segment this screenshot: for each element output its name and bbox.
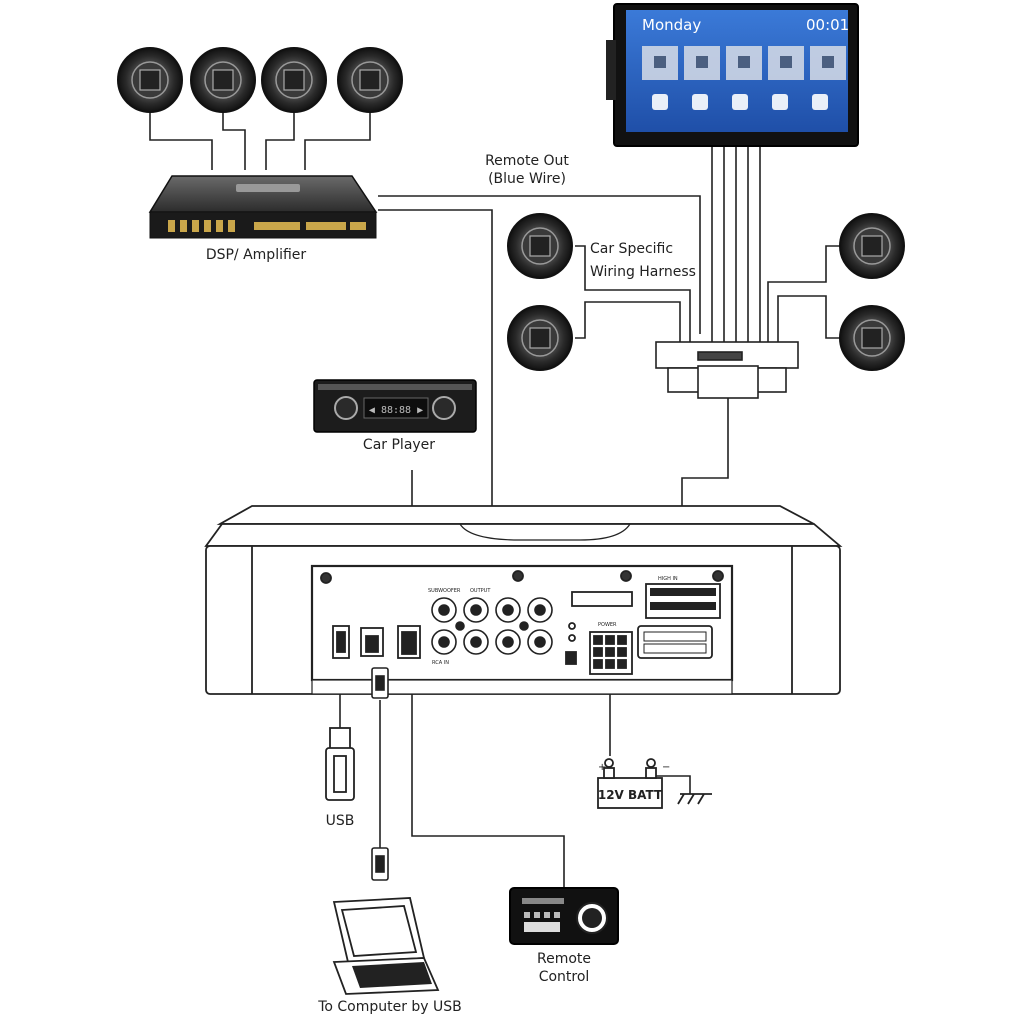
remote-out-label: Remote Out (Blue Wire): [462, 152, 592, 188]
amp-panel-subwoofer-label: SUBWOOFER: [428, 588, 461, 594]
head-unit: Monday 00:01: [606, 3, 859, 147]
wire-ground: [652, 775, 691, 794]
head-unit-day-label: Monday: [642, 16, 701, 34]
battery-label: 12V BATT: [598, 788, 663, 802]
car-player-label: Car Player: [362, 437, 436, 453]
remote-control-label: Remote Control: [504, 950, 624, 986]
amp-panel-high-in-label: HIGH IN: [658, 576, 678, 582]
top-speakers: [117, 47, 403, 113]
wire-harness-speaker-left-top: [575, 245, 691, 342]
wire-remote-to-amp: [378, 209, 493, 582]
head-unit-app-icon: [732, 94, 748, 110]
speaker-icon: [337, 47, 403, 113]
harness-connector: [655, 341, 799, 399]
head-unit-app-radio[interactable]: [732, 94, 748, 110]
head-unit-tile-audio[interactable]: [810, 46, 846, 80]
speaker-icon: [839, 305, 905, 371]
dsp-amplifier: [148, 175, 378, 239]
head-unit-menu-tiles-bottom: [652, 94, 828, 110]
dsp-label: DSP/ Amplifier: [205, 247, 307, 263]
speaker-icon: [117, 47, 183, 113]
head-unit-app-gallery[interactable]: [652, 94, 668, 110]
remote-out-label-line2: (Blue Wire): [488, 171, 566, 187]
head-unit-time-label: 00:01: [806, 16, 849, 34]
head-unit-app-icon: [692, 94, 708, 110]
ground-icon: [677, 793, 712, 805]
car-player: ◀ 88:88 ▶: [313, 379, 477, 433]
usb-label: USB: [325, 813, 355, 829]
car-player-display-text: ◀ 88:88 ▶: [369, 405, 423, 416]
main-amplifier: [204, 505, 843, 695]
amp-panel-power-label: POWER: [598, 622, 617, 628]
wire-speaker-4: [304, 112, 371, 170]
head-unit-tile-bluetooth[interactable]: [642, 46, 678, 80]
speaker-icon: [190, 47, 256, 113]
head-unit-app-settings[interactable]: [812, 94, 828, 110]
head-unit-tile-icon: [780, 56, 792, 68]
amp-panel-output-label: OUTPUT: [470, 588, 491, 594]
wire-harness-speaker-right-bottom: [777, 295, 840, 342]
head-unit-app-usb[interactable]: [692, 94, 708, 110]
battery-minus-sign: −: [662, 762, 670, 773]
speaker-icon: [507, 305, 573, 371]
head-unit-tile-icon: [738, 56, 750, 68]
speaker-icon: [507, 213, 573, 279]
head-unit-tile-media[interactable]: [726, 46, 762, 80]
harness-label: Car Specific Wiring Harness: [590, 240, 696, 281]
door-speakers: [507, 213, 905, 371]
head-unit-app-sd[interactable]: [772, 94, 788, 110]
harness-label-line2: Wiring Harness: [590, 264, 696, 280]
wire-harness-speaker-left-bottom: [575, 301, 681, 342]
laptop-icon: [332, 897, 440, 995]
harness-label-line1: Car Specific: [590, 241, 674, 257]
wire-speaker-3: [265, 112, 295, 170]
rca-jacks: [431, 597, 553, 655]
head-unit-tile-phone[interactable]: [768, 46, 804, 80]
battery: [597, 758, 663, 809]
battery-plus-sign: +: [598, 762, 606, 773]
usb-cable: [371, 667, 389, 881]
speaker-icon: [261, 47, 327, 113]
head-unit-app-icon: [812, 94, 828, 110]
amp-panel-rca-in-label: RCA IN: [432, 660, 449, 666]
wire-remote-out: [378, 195, 701, 334]
head-unit-menu-tiles: [642, 46, 846, 80]
head-unit-tile-icon: [696, 56, 708, 68]
head-unit-app-icon: [652, 94, 668, 110]
head-unit-app-icon: [772, 94, 788, 110]
remote-control-label-line1: Remote: [536, 951, 592, 967]
computer-label: To Computer by USB: [318, 999, 462, 1015]
head-unit-tile-icon: [822, 56, 834, 68]
wire-speaker-1: [149, 110, 213, 170]
remote-control-label-line2: Control: [538, 969, 590, 985]
remote-out-label-line1: Remote Out: [485, 153, 569, 169]
wire-speaker-2: [222, 112, 246, 170]
speaker-icon: [839, 213, 905, 279]
head-unit-tile-icon: [654, 56, 666, 68]
head-unit-tile-radio[interactable]: [684, 46, 720, 80]
wires: [149, 110, 840, 888]
usb-stick: [325, 727, 355, 801]
remote-control: [509, 887, 619, 945]
wire-harness-speaker-right-top: [767, 245, 840, 342]
